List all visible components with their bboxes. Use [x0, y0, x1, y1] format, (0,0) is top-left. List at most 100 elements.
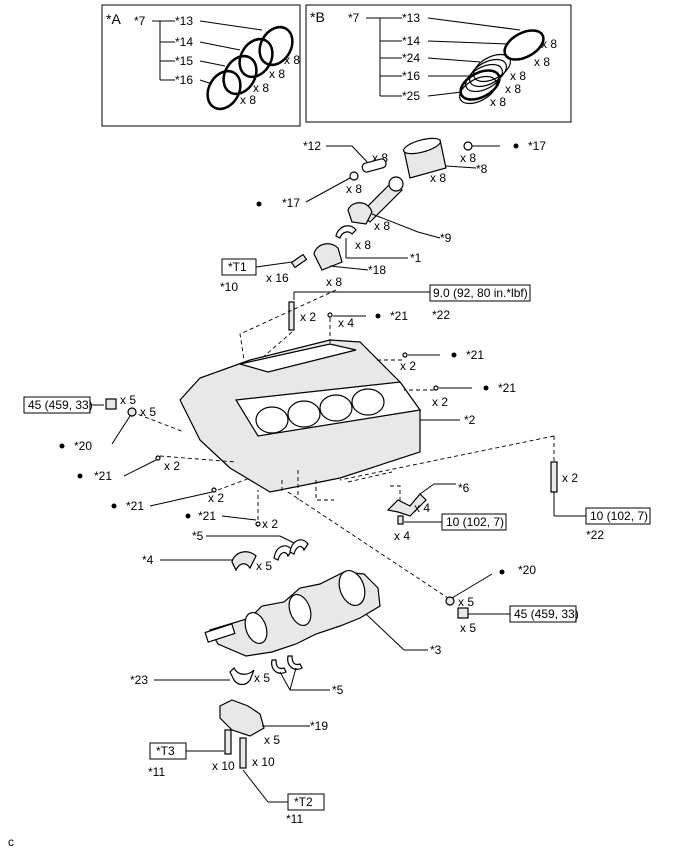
- rod-bolt-icon: [290, 253, 308, 269]
- inset-a-title: *A: [106, 11, 121, 27]
- pin-21-a-icon: [327, 312, 333, 318]
- qty-18: x 8: [326, 275, 342, 289]
- upper-fittings: x 2 9.0 (92, 80 in.*lbf) *22 x 4 *21 *21…: [288, 284, 531, 409]
- torque-10-right-box: [585, 507, 651, 525]
- bullet-17-left-icon: [256, 201, 262, 207]
- label-6: *6: [458, 481, 470, 495]
- qty-21-e: x 2: [208, 491, 224, 505]
- qty-45-right: x 5: [460, 621, 476, 635]
- label-9: *9: [440, 231, 452, 245]
- label-1: *1: [410, 251, 422, 265]
- bolt-45-right-icon: [457, 607, 469, 619]
- label-3: *3: [430, 643, 442, 657]
- lower-main-bearings: *23 x 5 *5: [130, 655, 344, 697]
- qty-16: x 16: [266, 271, 289, 285]
- tool-t2-box: [287, 793, 325, 811]
- qty-11-t2: x 10: [252, 755, 275, 769]
- qty-11-t3: x 10: [212, 759, 235, 773]
- right-lower-fittings: *20 x 5 45 (459, 33) x 5: [445, 563, 579, 635]
- pin-21-b-icon: [402, 352, 408, 358]
- inset-a-group-label: *7: [134, 14, 146, 28]
- bullet-21-e-icon: [111, 503, 117, 509]
- inset-b-item-24: *24: [402, 51, 420, 65]
- torque-10-jet-box: [441, 513, 507, 531]
- label-20-right: *20: [518, 563, 536, 577]
- main-bearing-upper-icon: [231, 551, 257, 572]
- qty-21-f: x 2: [262, 517, 278, 531]
- inset-a-qty-13: x 8: [284, 53, 300, 67]
- label-22-top: *22: [432, 308, 450, 322]
- rod-bearing-icon: [335, 225, 357, 239]
- pin-21-f-icon: [255, 521, 261, 527]
- bullet-20-right-icon: [499, 569, 505, 575]
- qty-20-left: x 5: [140, 405, 156, 419]
- upper-main-bearings: *5 *4 x 5: [142, 529, 309, 573]
- inset-b-item-14: *14: [402, 34, 420, 48]
- bolt-45-left-icon: [105, 398, 117, 410]
- inset-b-item-25: *25: [402, 89, 420, 103]
- inset-b-qty-13: x 8: [541, 37, 557, 51]
- inset-b-item-13: *13: [402, 11, 420, 25]
- ring-16-icon: [206, 69, 242, 111]
- bore-3-icon: [319, 394, 353, 422]
- inset-a-qty-16: x 8: [240, 93, 256, 107]
- label-17-right: *17: [528, 139, 546, 153]
- bullet-21-a-icon: [375, 313, 381, 319]
- thrust-washer-lower-2-icon: [287, 655, 303, 670]
- oil-jet-bolt-icon: [397, 515, 404, 525]
- label-11-t3: *11: [148, 765, 165, 779]
- bore-1-icon: [255, 406, 289, 434]
- label-18: *18: [368, 263, 386, 277]
- ring-b24-icon: [473, 53, 511, 83]
- inset-b-qty-25: x 8: [490, 95, 506, 109]
- qty-4: x 5: [256, 559, 272, 573]
- qty-9: x 8: [374, 219, 390, 233]
- figure-code: c: [8, 835, 14, 849]
- tool-t3-label: *T3: [156, 744, 175, 758]
- label-5-lower: *5: [332, 683, 344, 697]
- qty-8-piston: x 8: [430, 171, 446, 185]
- label-21-d: *21: [94, 469, 112, 483]
- thrust-washer-upper-1-icon: [273, 545, 293, 561]
- ring-15-icon: [222, 54, 258, 96]
- qty-45-left: x 5: [120, 393, 136, 407]
- label-22-right: *22: [586, 528, 604, 542]
- label-2: *2: [464, 413, 476, 427]
- inset-b-item-16: *16: [402, 69, 420, 83]
- label-12: *12: [303, 139, 321, 153]
- snap-ring-icon: [349, 171, 359, 181]
- label-21-c: *21: [498, 381, 516, 395]
- piston-pin-icon: [361, 158, 387, 173]
- torque-45-right-label: 45 (459, 33): [514, 607, 579, 621]
- rod-cap-icon: [313, 243, 343, 271]
- left-fittings: 45 (459, 33) x 5 x 5 *20 x 2 *21 x 2 *21…: [23, 393, 278, 531]
- inset-a-qty-14: x 8: [269, 67, 285, 81]
- inset-b-qty-14: x 8: [534, 55, 550, 69]
- qty-21-b: x 2: [400, 359, 416, 373]
- pin-21-e-icon: [211, 487, 217, 493]
- thrust-washer-lower-1-icon: [271, 659, 287, 674]
- stud-bolt-top-icon: [288, 301, 295, 331]
- bullet-21-f-icon: [185, 513, 191, 519]
- label-21-e: *21: [126, 499, 144, 513]
- thrust-washer-upper-2-icon: [289, 539, 309, 555]
- inset-b: *B *7 *13 *14 *24 *16 *25 x 8 x 8 x 8 x …: [305, 4, 572, 123]
- label-19: *19: [310, 719, 328, 733]
- inset-a-item-13: *13: [175, 14, 193, 28]
- inset-b-title: *B: [310, 9, 325, 25]
- label-21-f: *21: [198, 509, 216, 523]
- label-8: *8: [476, 162, 488, 176]
- bearing-cap-assembly: *19 x 5 *T3 x 10 *11 x 10 *T2 *11: [148, 699, 328, 826]
- torque-9-box: [429, 284, 531, 302]
- qty-21-d: x 2: [164, 459, 180, 473]
- bullet-21-b-icon: [451, 352, 457, 358]
- gasket-20-right-icon: [445, 596, 455, 606]
- inset-a-frame: [101, 4, 301, 127]
- inset-a-item-15: *15: [175, 54, 193, 68]
- label-4: *4: [142, 553, 154, 567]
- right-fittings: x 2 10 (102, 7) *22 *6 x 4 x 4 10 (102, …: [386, 461, 651, 543]
- torque-45-left-label: 45 (459, 33): [28, 398, 93, 412]
- tool-t2-label: *T2: [294, 795, 313, 809]
- inset-b-group-label: *7: [348, 11, 360, 25]
- qty-8-snap: x 8: [346, 182, 362, 196]
